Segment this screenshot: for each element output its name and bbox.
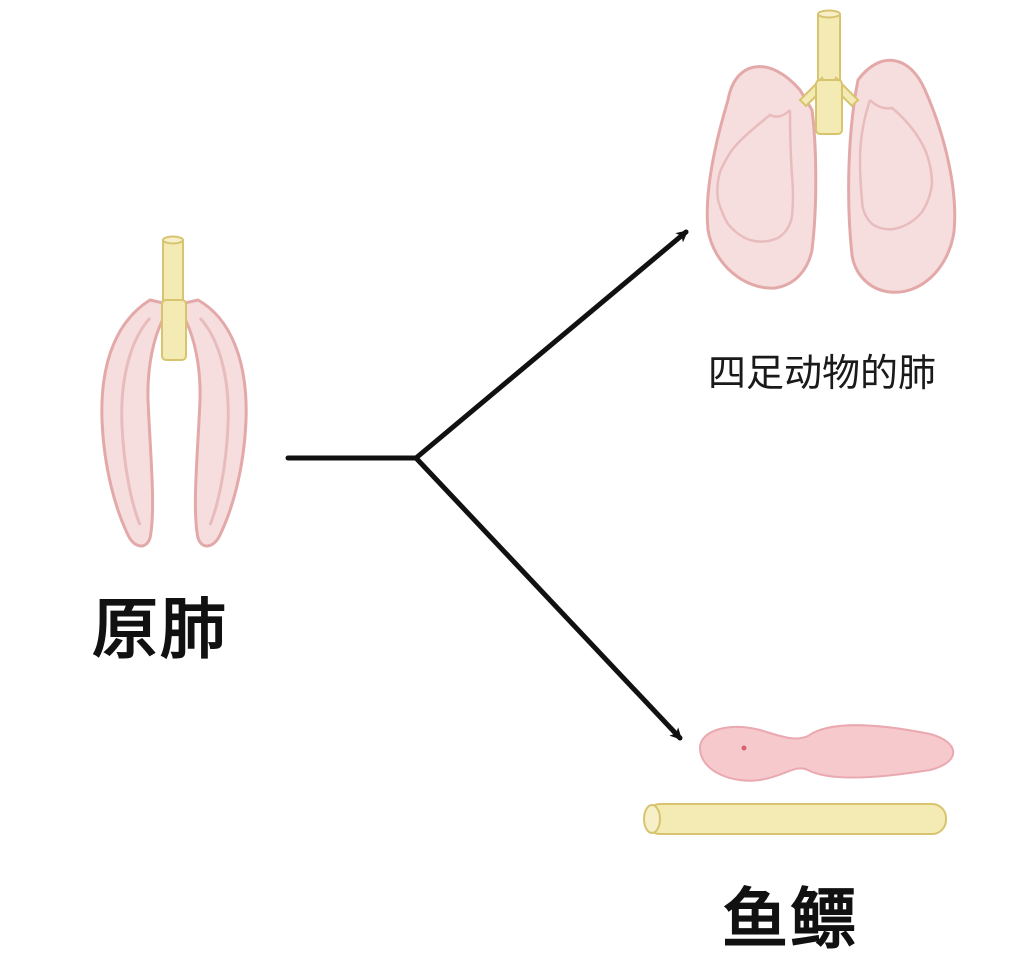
primitive-lung-trachea-top — [162, 235, 184, 245]
tetrapod-lung-left-folds — [716, 109, 795, 243]
primitive-lung-left-sac — [100, 298, 175, 548]
swim-bladder-label: 鱼鳔 — [722, 881, 858, 958]
arrow-to-tetrapod-lung — [413, 229, 689, 461]
tetrapod-lung-trachea-top — [817, 9, 841, 19]
swim-bladder-duct-dot — [741, 745, 747, 751]
tetrapod-lung-left — [705, 65, 818, 290]
tetrapod-lung-label: 四足动物的肺 — [708, 351, 937, 395]
swim-bladder-tube-end — [643, 804, 661, 834]
tetrapod-lung-trachea — [817, 11, 841, 83]
tetrapod-lung-esophagus — [815, 79, 843, 135]
primitive-lung-label: 原肺 — [92, 591, 228, 668]
tetrapod-lung-right — [847, 58, 957, 294]
tetrapod-lung-illustration — [705, 9, 957, 294]
swim-bladder-illustration — [643, 724, 955, 835]
primitive-lung-illustration — [100, 235, 248, 548]
primitive-lung-left-inner — [120, 316, 152, 526]
arrow-to-swim-bladder — [413, 455, 683, 741]
primitive-lung-esophagus — [161, 299, 187, 361]
swim-bladder — [698, 724, 955, 782]
primitive-lung-right-inner — [198, 316, 230, 526]
branching-arrows — [285, 229, 689, 741]
tetrapod-lung-right-folds — [858, 99, 934, 231]
primitive-lung-right-sac — [173, 298, 248, 548]
swim-bladder-tube — [645, 803, 947, 835]
